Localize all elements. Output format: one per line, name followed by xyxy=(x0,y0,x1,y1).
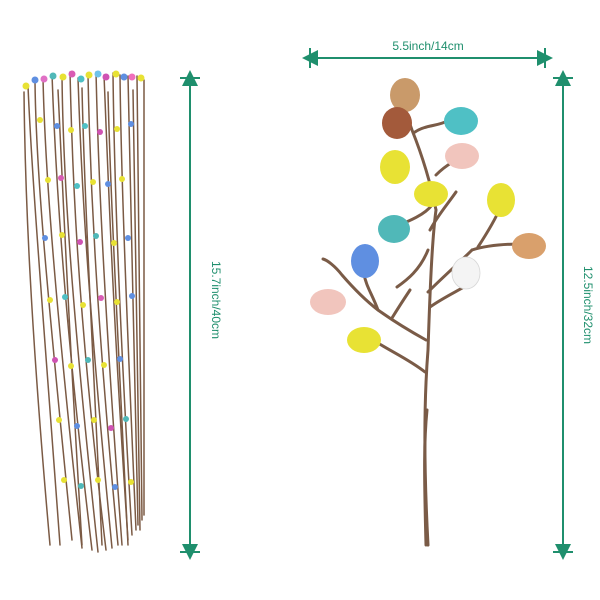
berry-twig-bundle xyxy=(22,70,146,553)
stem-height-dimension: 12.5inch/32cm xyxy=(553,70,595,560)
bundle-height-dimension: 15.7inch/40cm xyxy=(180,70,223,560)
bundle-height-label: 15.7inch/40cm xyxy=(209,261,223,339)
width-dimension: 5.5inch/14cm xyxy=(302,39,553,68)
stem-height-label: 12.5inch/32cm xyxy=(581,266,595,344)
egg-cluster xyxy=(310,78,546,353)
easter-egg-stem xyxy=(310,78,546,547)
width-label: 5.5inch/14cm xyxy=(392,39,463,53)
